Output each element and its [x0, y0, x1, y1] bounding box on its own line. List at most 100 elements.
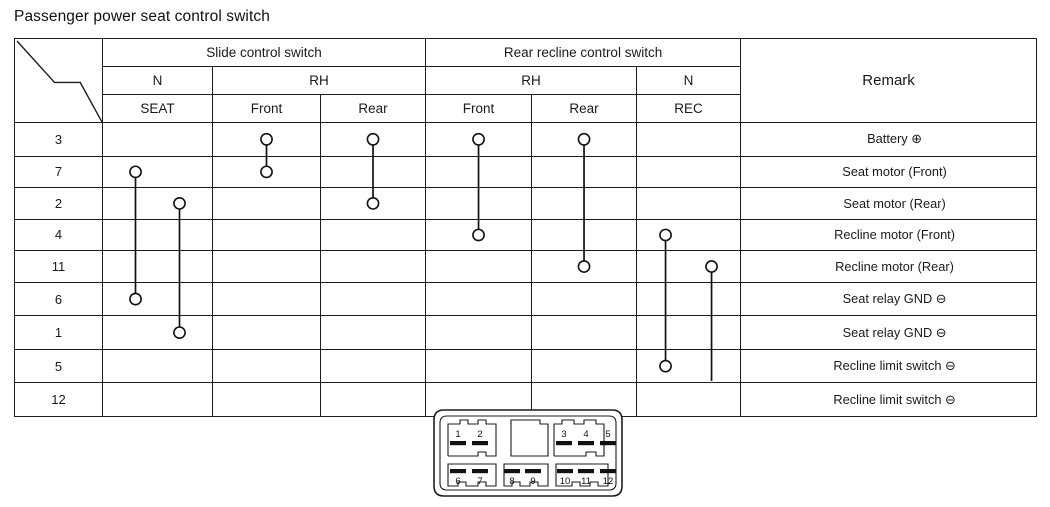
- remark-cell: Battery ⊕: [740, 122, 1038, 157]
- page-title: Passenger power seat control switch: [14, 8, 270, 25]
- group-header-recline: Rear recline control switch: [425, 38, 742, 67]
- column-header-recline-rec: REC: [636, 93, 742, 124]
- remark-cell: Recline motor (Rear): [740, 250, 1038, 283]
- signal-cell-slide_front: [212, 155, 321, 189]
- signal-cell-recline_rec: [636, 382, 742, 418]
- remark-cell: Recline limit switch ⊖: [740, 348, 1038, 384]
- signal-cell-slide_rear: [319, 250, 427, 283]
- position-header-recline-n: N: [636, 66, 742, 95]
- signal-cell-slide_front: [212, 382, 321, 418]
- signal-cell-slide_rear: [319, 315, 427, 350]
- header-row-group: Slide control switch Rear recline contro…: [14, 37, 1038, 124]
- switch-continuity-matrix: Slide control switch Rear recline contro…: [14, 37, 1038, 418]
- signal-cell-slide_seat: [102, 348, 213, 384]
- signal-cell-recline_front: [425, 122, 533, 157]
- position-header-recline-rh: RH: [425, 66, 638, 95]
- signal-cell-recline_rec: [636, 281, 742, 317]
- connector-pin-label-6: 6: [455, 476, 460, 487]
- signal-cell-recline_rec: [636, 122, 742, 157]
- column-header-recline-front: Front: [425, 93, 533, 124]
- signal-cell-recline_rec: [636, 348, 742, 384]
- column-header-slide-seat: SEAT: [102, 93, 213, 124]
- column-header-slide-front: Front: [212, 93, 321, 124]
- signal-cell-recline_rear: [531, 155, 638, 189]
- connector-pin-label-9: 9: [530, 476, 535, 487]
- pin-number-cell: 12: [14, 382, 103, 418]
- corner-diagonal-cell: [14, 37, 103, 124]
- connector-blade: [557, 469, 573, 474]
- group-header-slide: Slide control switch: [101, 38, 427, 67]
- connector-pin-label-11: 11: [581, 476, 591, 487]
- signal-cell-slide_front: [212, 348, 321, 384]
- connector-pin-label-2: 2: [477, 429, 482, 440]
- matrix-header: Slide control switch Rear recline contro…: [14, 37, 1038, 124]
- connector-blade: [600, 441, 616, 446]
- connector-pin-label-10: 10: [560, 476, 571, 487]
- matrix-table: Slide control switch Rear recline contro…: [14, 37, 1038, 418]
- column-header-recline-rear: Rear: [531, 93, 638, 124]
- remark-cell: Seat motor (Front): [740, 155, 1038, 189]
- signal-cell-recline_front: [425, 281, 533, 317]
- connector-blade: [525, 469, 541, 474]
- signal-cell-recline_front: [425, 348, 533, 384]
- signal-cell-slide_seat: [102, 187, 213, 220]
- signal-cell-recline_rear: [531, 122, 638, 157]
- signal-cell-recline_rear: [531, 315, 638, 350]
- signal-cell-slide_rear: [319, 382, 427, 418]
- column-header-slide-rear: Rear: [319, 93, 427, 124]
- signal-cell-recline_front: [425, 250, 533, 283]
- signal-cell-slide_rear: [319, 281, 427, 317]
- signal-cell-slide_seat: [102, 218, 213, 252]
- signal-cell-recline_front: [425, 315, 533, 350]
- connector-blade: [600, 469, 616, 474]
- remark-header: Remark: [740, 37, 1038, 124]
- connector-pin-label-5: 5: [605, 429, 610, 440]
- pin-number-cell: 5: [14, 348, 103, 384]
- signal-cell-recline_rear: [531, 187, 638, 220]
- connector-blade: [578, 469, 594, 474]
- position-header-slide-n: N: [102, 66, 213, 95]
- remark-cell: Seat motor (Rear): [740, 187, 1038, 220]
- connector-pin-label-7: 7: [477, 476, 482, 487]
- position-header-slide-rh: RH: [211, 66, 427, 95]
- signal-cell-slide_rear: [319, 187, 427, 220]
- signal-cell-slide_front: [212, 187, 321, 220]
- signal-cell-slide_seat: [102, 155, 213, 189]
- pin-number-cell: 3: [14, 122, 103, 157]
- connector-pin-label-3: 3: [561, 429, 566, 440]
- signal-cell-recline_front: [425, 187, 533, 220]
- connector-blade: [472, 441, 488, 446]
- pin-number-cell: 7: [14, 155, 103, 189]
- signal-cell-slide_front: [212, 315, 321, 350]
- signal-cell-recline_rear: [531, 250, 638, 283]
- signal-cell-recline_rear: [531, 348, 638, 384]
- connector-blade: [556, 441, 572, 446]
- connector-blade: [472, 469, 488, 474]
- signal-cell-slide_front: [212, 281, 321, 317]
- signal-cell-recline_rec: [636, 155, 742, 189]
- signal-cell-recline_rear: [531, 281, 638, 317]
- table-row: 3 Battery ⊕: [14, 122, 1038, 157]
- signal-cell-recline_front: [425, 218, 533, 252]
- connector-blade: [450, 441, 466, 446]
- signal-cell-recline_rec: [636, 315, 742, 350]
- remark-cell: Recline limit switch ⊖: [740, 382, 1038, 418]
- signal-cell-slide_seat: [102, 382, 213, 418]
- connector-blade: [504, 469, 520, 474]
- remark-cell: Seat relay GND ⊖: [740, 315, 1038, 350]
- signal-cell-slide_rear: [319, 348, 427, 384]
- signal-cell-slide_seat: [102, 250, 213, 283]
- table-row: 5 Recline limit switch ⊖: [14, 348, 1038, 384]
- signal-cell-recline_front: [425, 155, 533, 189]
- signal-cell-slide_rear: [319, 155, 427, 189]
- zigzag-divider-icon: [16, 40, 102, 123]
- connector-blade: [450, 469, 466, 474]
